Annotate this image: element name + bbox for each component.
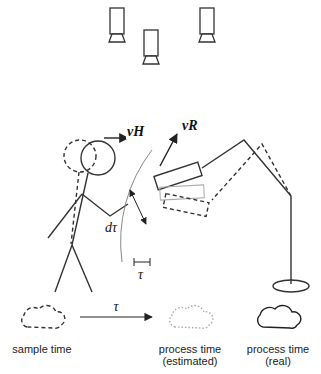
robot-arm [154,140,309,292]
time-label: process time (estimated) [154,343,226,367]
camera-icon [109,8,125,42]
time-label: τ [137,267,144,282]
time-cloud: sample time [6,303,78,355]
human-figure [48,140,128,292]
velocity-arrow [160,134,177,166]
time-label: sample time [6,343,78,355]
time-arrow [80,316,152,317]
displacement-label: dτ [104,220,118,235]
cloud-shape [163,303,217,331]
time-cloud: process time (real) [242,303,314,367]
velocity-arrow [104,137,128,138]
velocity-label: vH [126,124,145,139]
time-label: process time (real) [242,343,314,367]
cloud-shape [251,303,305,331]
motion-arc [121,150,152,262]
time-cloud: process time (estimated) [154,303,226,367]
cloud-shape [15,303,69,331]
camera-icon [199,8,215,42]
camera-icon [143,30,159,64]
dimension-arrow [130,190,146,224]
velocity-label: vR [181,118,199,133]
time-bracket [134,258,150,266]
edge-label: τ [112,299,119,314]
